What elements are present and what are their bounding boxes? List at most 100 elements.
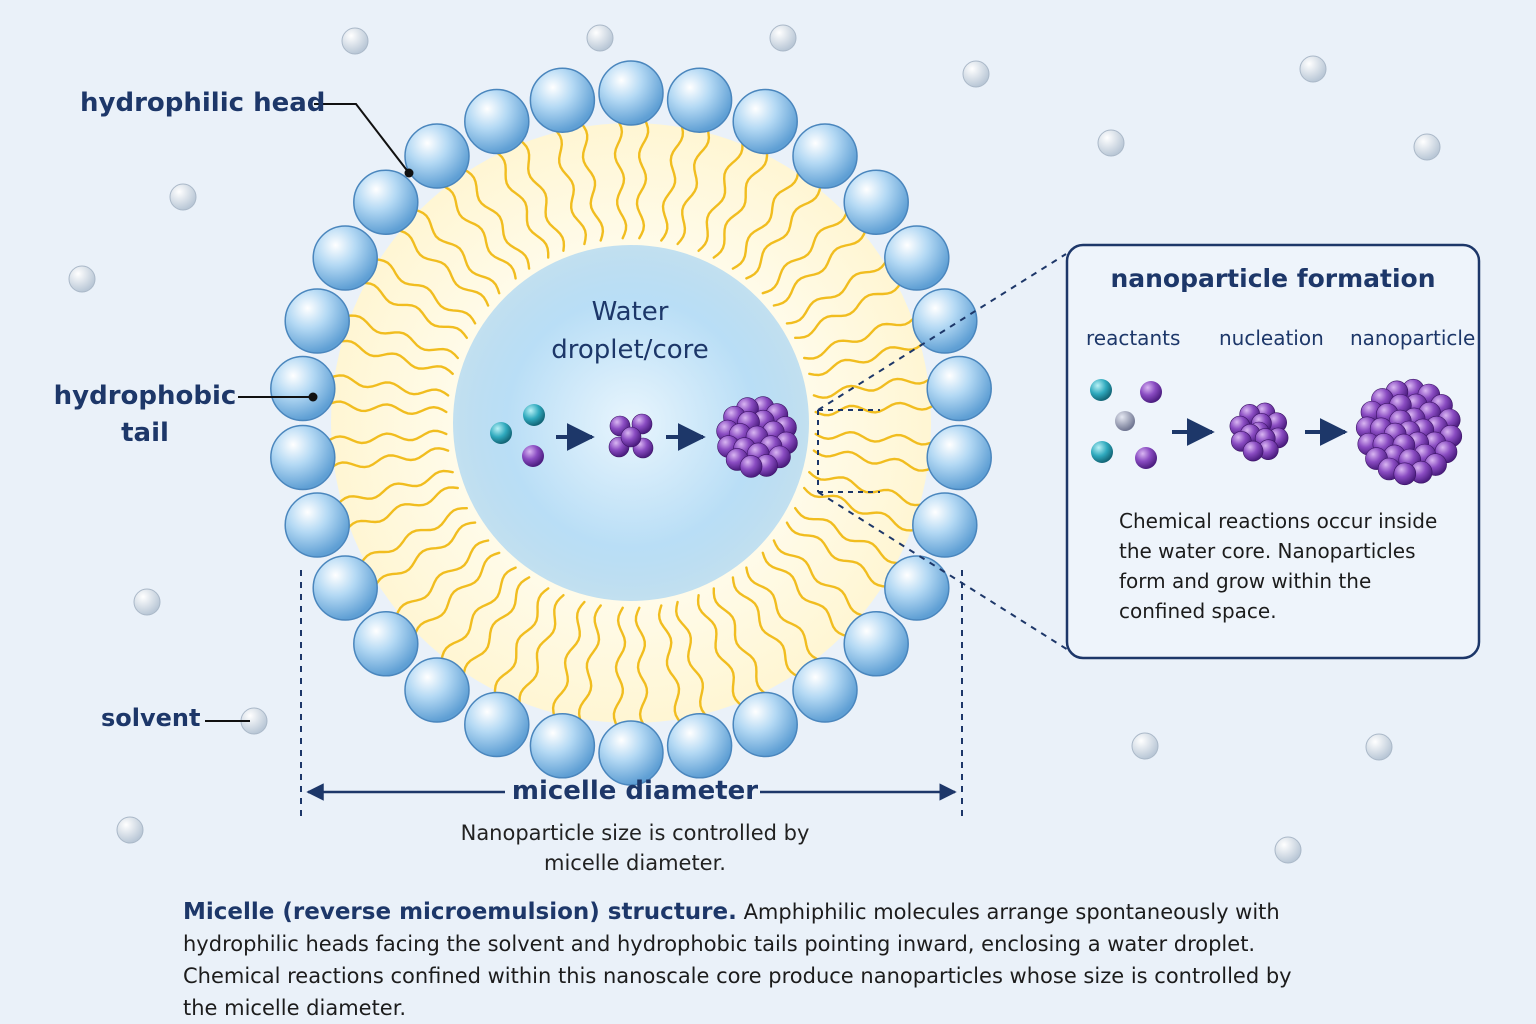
water-core-label: Water droplet/core: [551, 297, 709, 365]
hydrophobic-tail: [794, 507, 902, 565]
hydrophilic-head: [598, 60, 664, 126]
hydrophobic-tail: [413, 551, 501, 638]
hydrophobic-tail: [814, 401, 936, 417]
hydrophilic-head: [284, 288, 350, 354]
hydrophobic-tail: [674, 600, 709, 719]
hydrophobic-tail: [360, 507, 468, 565]
hydrophobic-tail: [329, 374, 450, 397]
hydrophilic-head: [912, 492, 978, 558]
hydrophilic-head: [792, 657, 858, 723]
solvent-molecule: [1131, 732, 1159, 760]
hydrophilic-head-label: hydrophilic head: [80, 88, 326, 118]
hydrophobic-tail: [785, 258, 889, 325]
hydrophilic-head: [529, 67, 596, 133]
hydrophobic-tail: [794, 281, 902, 339]
hydrophobic-tail: [745, 566, 822, 662]
solvent-molecule: [769, 24, 797, 52]
hydrophobic-tail: [785, 521, 889, 588]
hydrophobic-tail: [440, 566, 517, 662]
hydrophilic-head: [926, 355, 992, 422]
hydrophobic-tail: [326, 429, 448, 445]
nucleus-particle: [620, 426, 642, 448]
hydrophobic-tail: [772, 539, 867, 618]
hydrophobic-tail: [660, 121, 685, 242]
head-leader-dot: [404, 168, 414, 178]
step-label-nanoparticle: nanoparticle: [1350, 326, 1476, 350]
solvent-molecule: [1097, 129, 1125, 157]
reactant-purple: [1135, 447, 1157, 469]
zoom-line-bottom: [817, 491, 1077, 656]
hydrophobic-tail: [696, 594, 744, 708]
panel-nucleation-cluster: [1229, 402, 1289, 462]
solvent-molecule: [341, 27, 369, 55]
caption-body: Amphiphilic molecules arrange spontaneou…: [183, 900, 1292, 1020]
solvent-molecule: [169, 183, 197, 211]
hydrophobic-tail: [336, 339, 454, 375]
hydrophobic-tail: [462, 576, 531, 678]
hydrophobic-tail: [613, 118, 628, 240]
reactant-purple: [1140, 381, 1162, 403]
hydrophobic-tail: [808, 341, 926, 377]
hydrophobic-tail: [580, 121, 605, 242]
solvent-molecule: [1299, 55, 1327, 83]
hydrophilic-heads: [270, 60, 992, 786]
panel-reactants: [1090, 379, 1162, 469]
nucleus-cluster: [608, 413, 654, 459]
hydrophobic-tail: [395, 228, 490, 307]
hydrophobic-tail: [373, 521, 477, 588]
solvent-molecule: [1365, 733, 1393, 761]
reactant-purple: [522, 445, 544, 467]
hydrophobic-tail: [493, 149, 550, 259]
hydrophobic-tail: [731, 576, 800, 678]
zoom-line-top: [817, 253, 1067, 411]
hydrophilic-head: [732, 88, 798, 155]
hydrophilic-head: [843, 169, 909, 235]
tail-leader-dot: [308, 392, 318, 402]
hydrophilic-head: [404, 123, 470, 189]
hydrophobic-tail: [551, 600, 586, 719]
hydrophobic-tail: [440, 184, 517, 280]
hydrophilic-head: [312, 555, 378, 621]
hydrophobic-tail: [772, 228, 867, 307]
hydrophilic-head: [666, 713, 733, 779]
hydrophobic-tail: [336, 469, 454, 505]
hydrophobic-tail: [814, 430, 936, 446]
solvent-molecule: [1274, 836, 1302, 864]
hydrophobic-tail: [697, 138, 744, 252]
reactant-grey: [1115, 411, 1135, 431]
hydrophobic-tail: [395, 539, 490, 618]
hydrophobic-tail: [345, 486, 459, 532]
solvent-molecules: [68, 24, 1441, 864]
hydrophobic-tail: [731, 168, 800, 270]
hydrophobic-tail: [812, 376, 933, 399]
solvent-molecule: [586, 24, 614, 52]
hydrophobic-tail: [518, 594, 565, 708]
hydrophilic-head: [666, 67, 733, 133]
hydrophilic-head: [464, 691, 530, 758]
hydrophobic-tail: [808, 471, 926, 507]
core-reaction-sequence: [490, 396, 798, 478]
hydrophobic-tail: [577, 604, 602, 725]
hydrophobic-tail-label: hydrophobic tail: [53, 381, 237, 448]
caption-title: Micelle (reverse microemulsion) structur…: [183, 899, 737, 925]
hydrophilic-head: [270, 424, 336, 491]
hydrophobic-tail: [493, 587, 550, 697]
figure-caption: Micelle (reverse microemulsion) structur…: [183, 896, 1303, 1024]
nucleation-particle: [1242, 440, 1264, 462]
hydrophobic-tail: [326, 400, 448, 416]
hydrophobic-tail: [745, 184, 822, 280]
hydrophilic-head: [284, 492, 350, 558]
diameter-note: Nanoparticle size is controlled by micel…: [460, 821, 810, 875]
reactant-teal: [523, 404, 545, 426]
hydrophilic-head: [312, 225, 378, 291]
hydrophobic-tail: [518, 138, 566, 252]
hydrophobic-tail: [553, 127, 588, 246]
zoom-box: [817, 409, 880, 493]
hydrophobic-tail: [373, 258, 477, 325]
hydrophobic-tail: [761, 208, 849, 295]
hydrophilic-head: [926, 424, 992, 491]
hydrophobic-tail: [612, 606, 627, 728]
hydrophobic-tail: [634, 606, 649, 728]
panel-title: nanoparticle formation: [1110, 264, 1436, 293]
